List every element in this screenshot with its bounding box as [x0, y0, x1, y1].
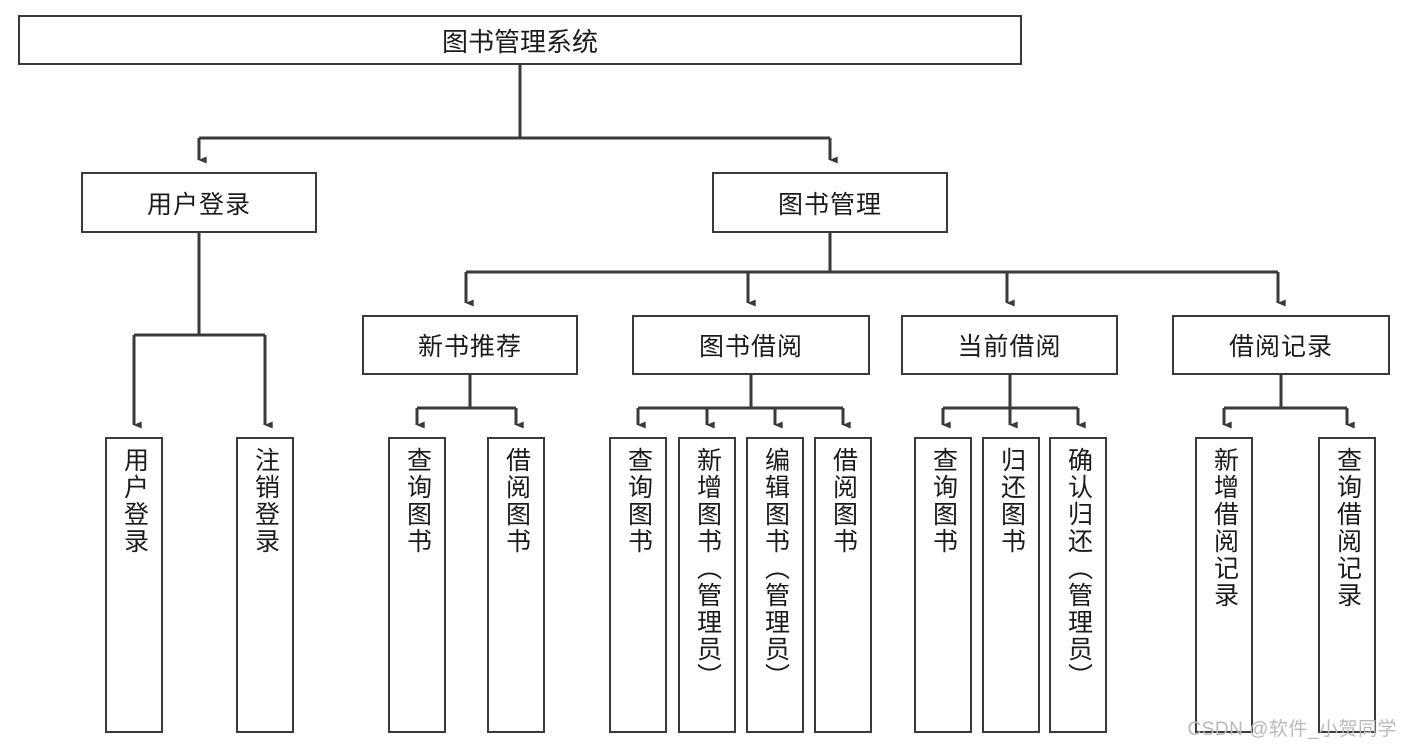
node-new-book-recommend[interactable]: 新书推荐 [362, 315, 578, 375]
leaf-user-login-signout[interactable]: 注销登录 [236, 437, 294, 733]
leaf-label: 新增图书（管理员） [693, 447, 722, 690]
leaf-label: 注销登录 [251, 447, 280, 555]
leaf-label: 确认归还（管理员） [1064, 447, 1093, 690]
leaf-label: 查询图书 [929, 447, 958, 555]
node-user-login[interactable]: 用户登录 [81, 172, 317, 233]
node-root-system[interactable]: 图书管理系统 [18, 15, 1022, 65]
leaf-borrow-add-book-admin[interactable]: 新增图书（管理员） [678, 437, 736, 733]
node-current-borrow[interactable]: 当前借阅 [901, 315, 1118, 375]
node-book-management-label: 图书管理 [777, 190, 882, 219]
leaf-user-login-signin[interactable]: 用户登录 [105, 437, 163, 733]
leaf-record-query-record[interactable]: 查询借阅记录 [1318, 437, 1376, 733]
node-borrow-record[interactable]: 借阅记录 [1172, 315, 1390, 375]
watermark-text: CSDN @软件_小贺同学 [1187, 719, 1397, 740]
leaf-current-confirm-return-admin[interactable]: 确认归还（管理员） [1049, 437, 1107, 733]
node-book-management[interactable]: 图书管理 [712, 172, 948, 233]
node-user-login-label: 用户登录 [146, 190, 251, 219]
leaf-label: 用户登录 [120, 447, 149, 555]
node-current-borrow-label: 当前借阅 [957, 333, 1062, 361]
leaf-recommend-borrow-book[interactable]: 借阅图书 [487, 437, 545, 733]
node-book-borrow[interactable]: 图书借阅 [632, 315, 870, 375]
leaf-label: 编辑图书（管理员） [761, 447, 790, 690]
leaf-borrow-query-book[interactable]: 查询图书 [609, 437, 667, 733]
leaf-label: 查询借阅记录 [1333, 447, 1362, 609]
leaf-label: 新增借阅记录 [1210, 447, 1239, 609]
leaf-current-query-book[interactable]: 查询图书 [914, 437, 972, 733]
node-new-book-recommend-label: 新书推荐 [417, 333, 522, 361]
leaf-recommend-query-book[interactable]: 查询图书 [388, 437, 446, 733]
node-borrow-record-label: 借阅记录 [1228, 333, 1333, 361]
leaf-label: 借阅图书 [502, 447, 531, 555]
leaf-record-add-record[interactable]: 新增借阅记录 [1195, 437, 1253, 733]
node-root-label: 图书管理系统 [441, 26, 598, 57]
leaf-current-return-book[interactable]: 归还图书 [982, 437, 1040, 733]
leaf-label: 查询图书 [403, 447, 432, 555]
node-book-borrow-label: 图书借阅 [698, 333, 803, 361]
leaf-label: 查询图书 [624, 447, 653, 555]
leaf-borrow-edit-book-admin[interactable]: 编辑图书（管理员） [746, 437, 804, 733]
leaf-borrow-borrow-book[interactable]: 借阅图书 [814, 437, 872, 733]
leaf-label: 归还图书 [997, 447, 1026, 555]
leaf-label: 借阅图书 [829, 447, 858, 555]
